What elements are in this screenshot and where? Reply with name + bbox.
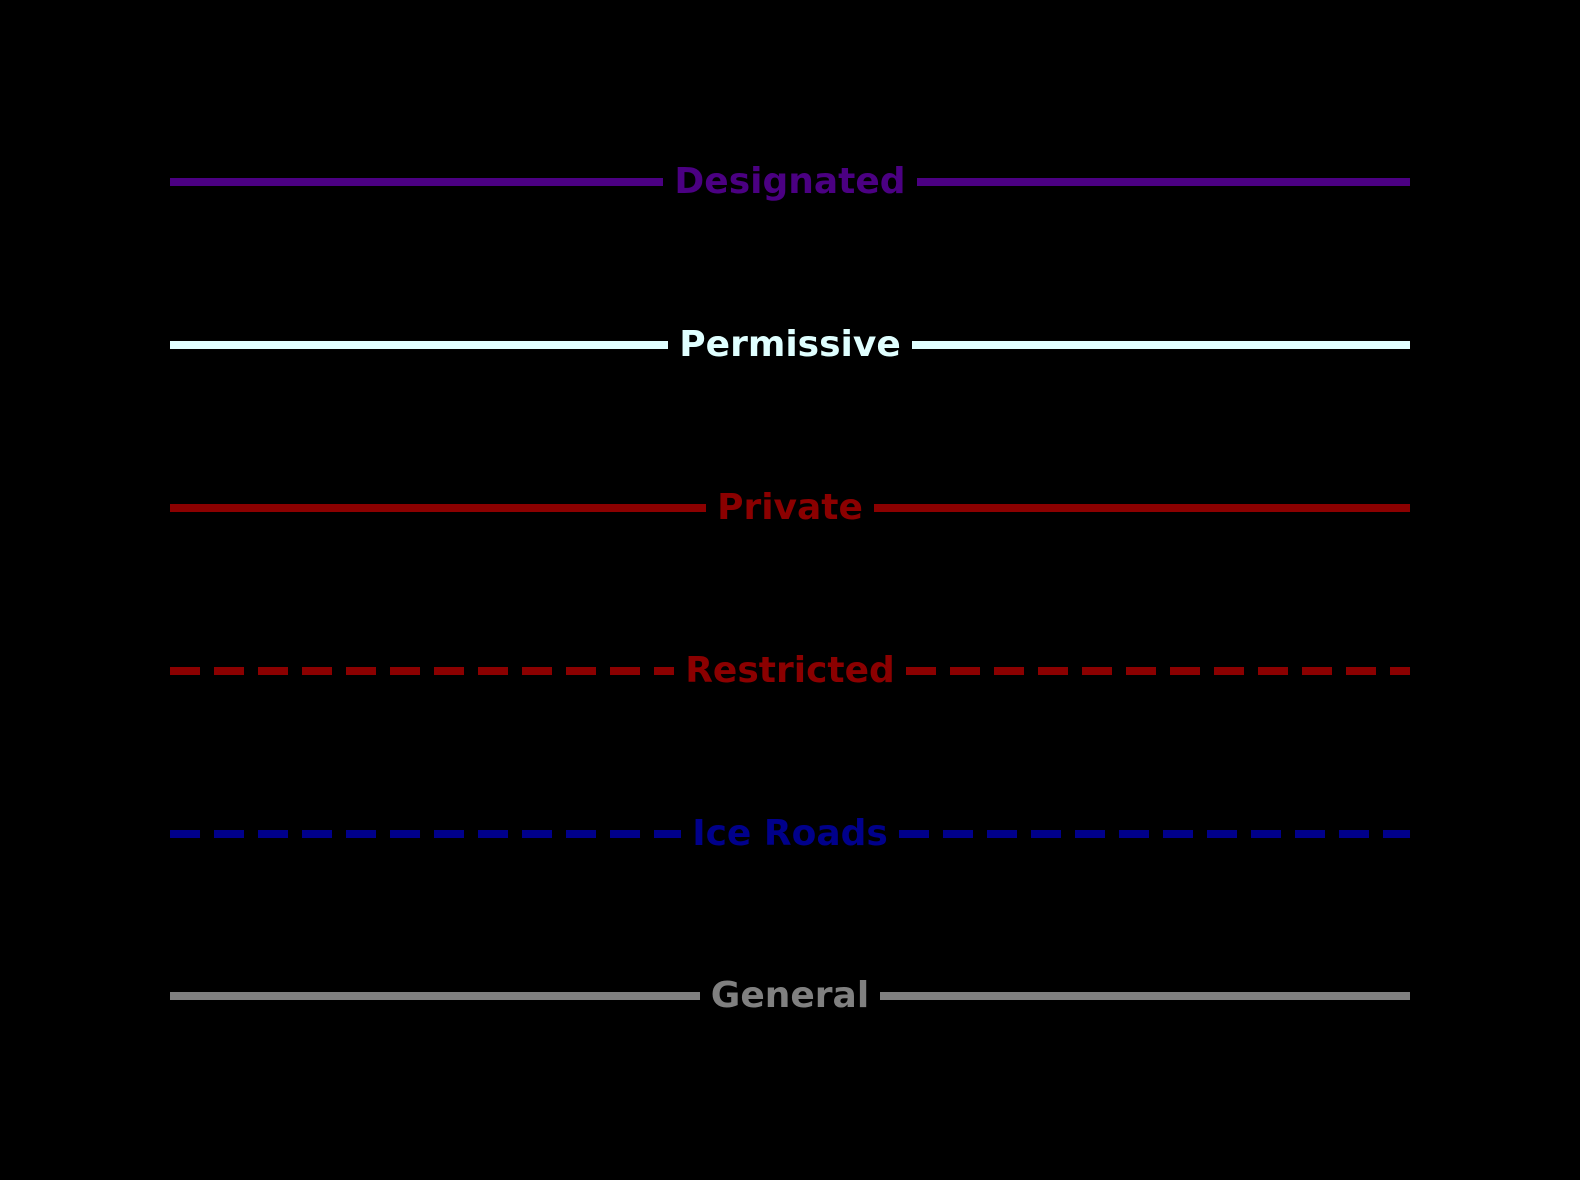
legend-line-right [898,830,1411,838]
legend-line-left [170,178,664,186]
legend-label: Designated [674,161,906,202]
legend-row: Designated [170,150,1410,214]
legend-label: Restricted [685,650,895,691]
legend-line-left [170,830,682,838]
legend-row: Ice Roads [170,802,1411,866]
legend-line-right [916,178,1410,186]
legend-line-left [170,341,669,349]
legend-line-left [170,504,707,512]
legend-line-left [170,992,700,1000]
legend-line-right [905,667,1411,675]
legend-line-right [880,992,1410,1000]
legend-label: Ice Roads [692,813,888,854]
legend-line-right [873,504,1410,512]
legend-row: Private [170,476,1410,540]
legend-label: Private [717,487,863,528]
legend-label: General [710,975,870,1016]
legend-row: General [170,964,1410,1028]
legend-line-left [170,667,675,675]
legend-row: Permissive [170,313,1411,377]
legend-label: Permissive [679,324,901,365]
legend-row: Restricted [170,639,1411,703]
legend-line-right [911,341,1411,349]
